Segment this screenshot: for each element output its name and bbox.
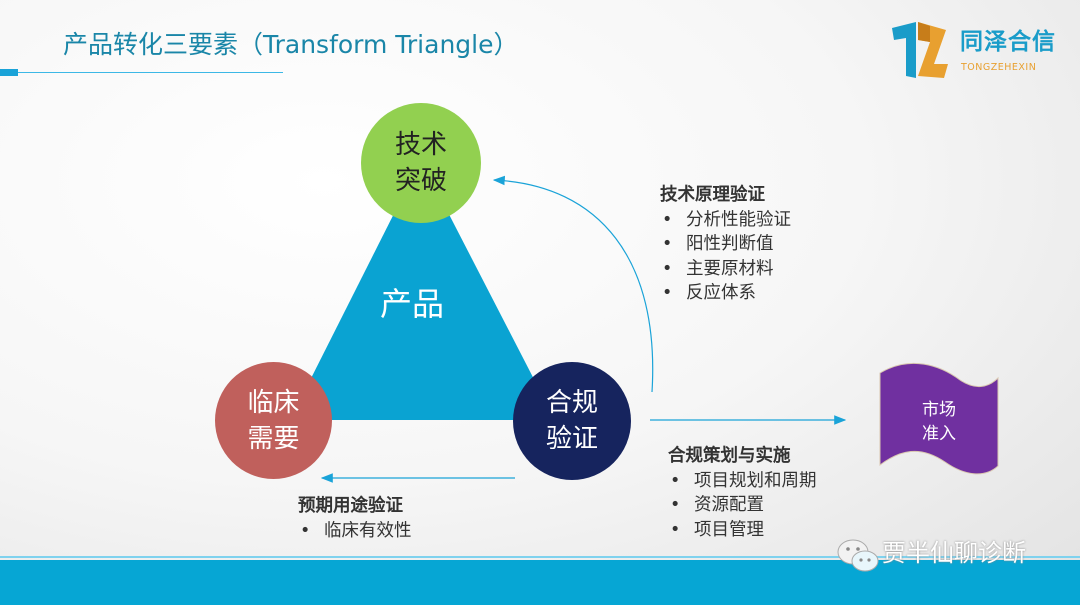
block-heading: 预期用途验证 bbox=[298, 496, 403, 516]
list-item: 分析性能验证 bbox=[660, 208, 791, 233]
logo-subtext: TONGZEHEXIN bbox=[961, 62, 1037, 73]
list-item: 项目管理 bbox=[668, 518, 817, 543]
clinical-block: 预期用途验证 临床有效性 bbox=[298, 494, 412, 543]
block-heading: 合规策划与实施 bbox=[668, 446, 791, 466]
slide-title: 产品转化三要素（Transform Triangle） bbox=[63, 30, 519, 59]
list-item: 项目规划和周期 bbox=[668, 469, 817, 494]
compliance-circle: 合规验证 bbox=[513, 362, 631, 480]
circle-label: 需要 bbox=[247, 423, 300, 454]
title-rule-tab bbox=[0, 69, 18, 76]
list-item: 资源配置 bbox=[668, 493, 817, 518]
watermark: 贾半仙聊诊断 bbox=[882, 539, 1026, 567]
product-triangle bbox=[290, 160, 555, 420]
circle-label: 临床 bbox=[247, 387, 300, 418]
tech-breakthrough-circle: 技术突破 bbox=[361, 103, 481, 223]
block-heading: 技术原理验证 bbox=[660, 185, 765, 205]
title-rule bbox=[18, 72, 283, 73]
tech-block: 技术原理验证 分析性能验证 阳性判断值 主要原材料 反应体系 bbox=[660, 183, 791, 306]
logo-text: 同泽合信 bbox=[960, 29, 1056, 55]
footer-line bbox=[0, 556, 1080, 558]
list-item: 临床有效性 bbox=[298, 519, 412, 544]
arrow-compliance-to-tech bbox=[492, 175, 654, 393]
list-item: 主要原材料 bbox=[660, 257, 791, 282]
market-flag bbox=[879, 362, 999, 475]
wechat-icon bbox=[837, 539, 879, 572]
circle-label: 突破 bbox=[394, 166, 447, 196]
list-item: 阳性判断值 bbox=[660, 232, 791, 257]
circle-label: 合规 bbox=[545, 388, 598, 418]
compliance-block: 合规策划与实施 项目规划和周期 资源配置 项目管理 bbox=[668, 444, 817, 542]
circle-label: 技术 bbox=[394, 130, 447, 160]
market-label: 市场 bbox=[922, 400, 956, 420]
clinical-need-circle: 临床需要 bbox=[215, 362, 332, 479]
footer-bar bbox=[0, 560, 1080, 605]
logo-icon bbox=[892, 22, 948, 78]
market-label: 准入 bbox=[922, 424, 956, 444]
market-access-label: 市场准入 bbox=[880, 398, 998, 446]
circle-label: 验证 bbox=[545, 424, 598, 454]
list-item: 反应体系 bbox=[660, 281, 791, 306]
product-label: 产品 bbox=[380, 285, 445, 323]
